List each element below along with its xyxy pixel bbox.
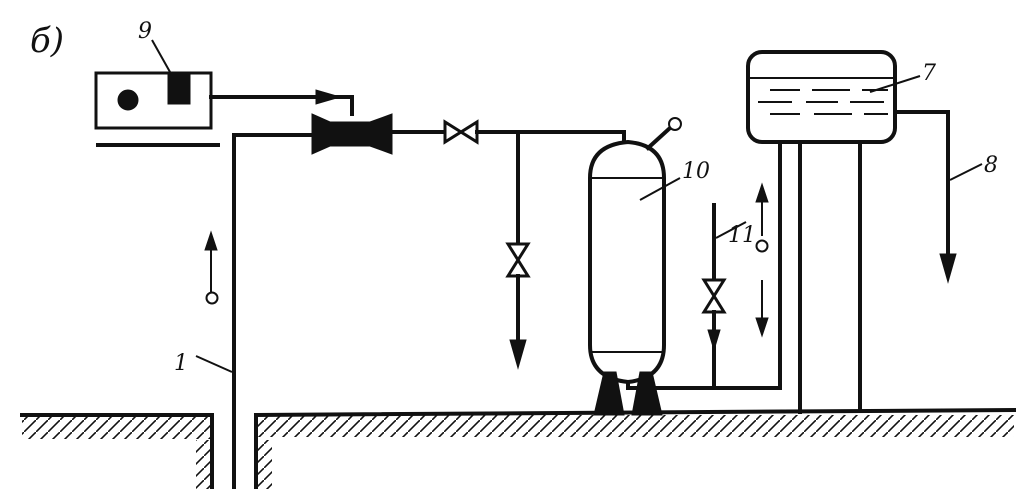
- label-10: 10: [682, 159, 710, 184]
- tank-10: 10: [588, 117, 782, 416]
- label-9: 9: [138, 19, 152, 44]
- label-8: 8: [984, 153, 998, 178]
- valve-main: [443, 119, 626, 145]
- label-7: 7: [922, 61, 936, 86]
- label-1: 1: [174, 351, 188, 376]
- label-11: 11: [728, 223, 756, 248]
- outlet-8: 8: [893, 110, 998, 284]
- line-11: 11: [701, 182, 769, 390]
- flow-marker-circle: [205, 291, 219, 305]
- tank-7: 7: [746, 50, 936, 414]
- drain-branch: [505, 130, 531, 370]
- compressor-9: 9: [94, 19, 354, 147]
- well-pipe: 1: [174, 133, 317, 489]
- panel-label: б): [30, 21, 64, 61]
- ground: [20, 407, 1017, 489]
- ejector: [311, 113, 447, 155]
